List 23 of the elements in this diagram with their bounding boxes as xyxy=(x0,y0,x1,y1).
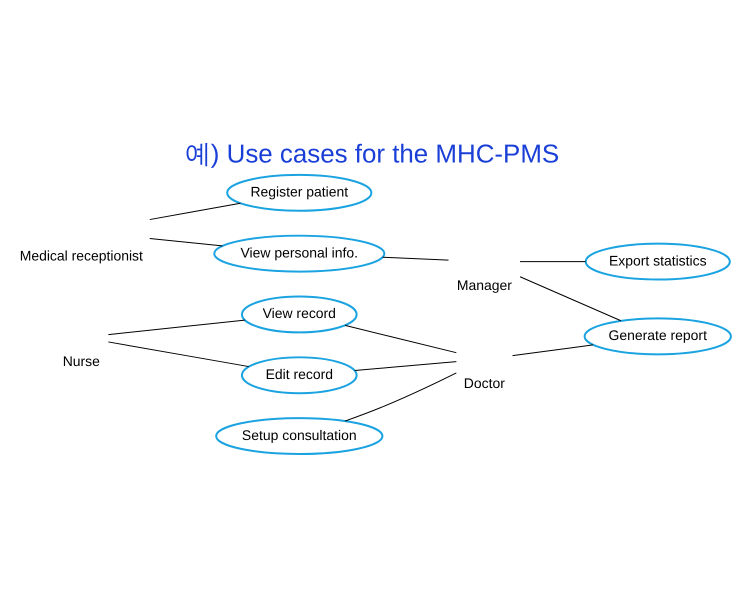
connector xyxy=(344,372,457,422)
connector xyxy=(149,202,241,220)
node-ellipse: Register patient xyxy=(226,173,372,212)
connector xyxy=(149,238,223,246)
node-ellipse: View personal info. xyxy=(213,234,386,272)
node-ellipse: View record xyxy=(240,295,358,333)
node-ellipse: Edit record xyxy=(240,356,358,394)
node-ellipse: Generate report xyxy=(584,316,732,355)
connector xyxy=(354,360,457,370)
connector xyxy=(512,344,594,356)
node-text: Doctor xyxy=(464,374,505,390)
connector xyxy=(520,276,622,321)
node-ellipse: Setup consultation xyxy=(215,416,384,454)
connector xyxy=(520,260,586,262)
connector xyxy=(344,324,457,353)
connector xyxy=(382,256,450,260)
node-text: Manager xyxy=(456,276,512,293)
node-text: Medical receptionist xyxy=(20,246,143,263)
node-ellipse: Export statistics xyxy=(584,242,731,280)
connector xyxy=(108,319,246,335)
node-text: Nurse xyxy=(62,352,100,368)
diagram-title: 예) Use cases for the MHC-PMS xyxy=(184,140,560,168)
connector xyxy=(108,340,250,367)
